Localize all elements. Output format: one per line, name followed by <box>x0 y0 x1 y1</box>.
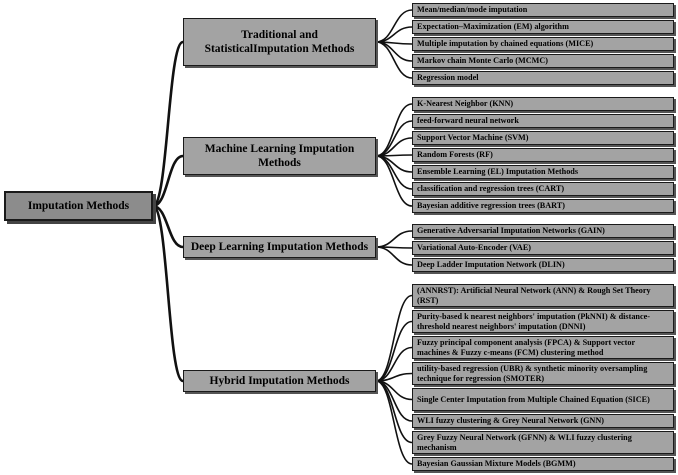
connector-curve <box>152 204 184 249</box>
method-label: Purity-based k nearest neighbors' imputa… <box>417 311 650 331</box>
category-traditional-statistical: Traditional and StatisticalImputation Me… <box>183 18 376 66</box>
category-label: Machine Learning Imputation Methods <box>204 143 355 169</box>
method-label: WLI fuzzy clustering & Grey Neural Netwo… <box>417 416 604 426</box>
method-item: Markov chain Monte Carlo (MCMC) <box>412 54 674 68</box>
category-label: Deep Learning Imputation Methods <box>190 241 369 253</box>
method-label: Single Center Imputation from Multiple C… <box>417 394 650 404</box>
method-label: feed-forward neural network <box>417 116 519 126</box>
method-item: K-Nearest Neighbor (KNN) <box>412 97 674 111</box>
method-label: Ensemble Learning (EL) Imputation Method… <box>417 167 579 177</box>
method-label: Markov chain Monte Carlo (MCMC) <box>417 56 548 66</box>
connector-curve <box>375 320 413 382</box>
method-label: utility-based regression (UBR) & synthet… <box>417 363 648 383</box>
method-label: Generative Adversarial Imputation Networ… <box>417 226 605 236</box>
method-item: Single Center Imputation from Multiple C… <box>412 388 674 411</box>
method-label: classification and regression trees (CAR… <box>417 184 565 194</box>
method-label: Variational Auto-Encoder (VAE) <box>417 243 532 253</box>
connector-curve <box>152 154 184 208</box>
method-label: Mean/median/mode imputation <box>417 5 528 15</box>
method-item: Expectation–Maximization (EM) algorithm <box>412 20 674 34</box>
method-item: Bayesian additive regression trees (BART… <box>412 199 674 213</box>
method-item: Random Forests (RF) <box>412 148 674 162</box>
method-label: Grey Fuzzy Neural Network (GFNN) & WLI f… <box>417 432 632 452</box>
connector-curve <box>375 380 413 422</box>
connector-curve <box>375 155 413 207</box>
method-item: (ANNRST): Artificial Neural Network (ANN… <box>412 284 674 307</box>
method-item: Regression model <box>412 71 674 85</box>
method-label: Regression model <box>417 73 479 83</box>
root-label: Imputation Methods <box>27 200 130 212</box>
method-label: Fuzzy principal component analysis (FPCA… <box>417 337 635 357</box>
method-label: Expectation–Maximization (EM) algorithm <box>417 22 569 32</box>
method-item: Bayesian Gaussian Mixture Models (BGMM) <box>412 457 674 471</box>
method-item: Fuzzy principal component analysis (FPCA… <box>412 336 674 359</box>
method-item: WLI fuzzy clustering & Grey Neural Netwo… <box>412 414 674 428</box>
method-item: Multiple imputation by chained equations… <box>412 37 674 51</box>
category-deep-learning: Deep Learning Imputation Methods <box>183 236 376 258</box>
method-item: Grey Fuzzy Neural Network (GFNN) & WLI f… <box>412 431 674 454</box>
connector-curve <box>375 41 413 79</box>
connector-curve <box>375 9 413 43</box>
connector-curve <box>375 41 413 62</box>
connector-curve <box>151 204 185 383</box>
method-item: classification and regression trees (CAR… <box>412 182 674 196</box>
method-label: K-Nearest Neighbor (KNN) <box>417 99 514 109</box>
connector-curve <box>375 155 413 190</box>
method-item: Purity-based k nearest neighbors' imputa… <box>412 310 674 333</box>
connector-curve <box>375 230 413 248</box>
connector-curve <box>375 246 413 266</box>
method-label: Bayesian Gaussian Mixture Models (BGMM) <box>417 459 576 469</box>
method-item: Variational Auto-Encoder (VAE) <box>412 241 674 255</box>
connector-curve <box>375 294 413 382</box>
method-item: Ensemble Learning (EL) Imputation Method… <box>412 165 674 179</box>
method-label: Multiple imputation by chained equations… <box>417 39 594 49</box>
connector-curve <box>375 103 413 157</box>
method-item: feed-forward neural network <box>412 114 674 128</box>
category-machine-learning: Machine Learning Imputation Methods <box>183 137 376 175</box>
method-item: Deep Ladder Imputation Network (DLIN) <box>412 258 674 272</box>
method-item: Support Vector Machine (SVM) <box>412 131 674 145</box>
category-label: Hybrid Imputation Methods <box>209 375 350 387</box>
method-label: Deep Ladder Imputation Network (DLIN) <box>417 260 565 270</box>
method-label: Bayesian additive regression trees (BART… <box>417 201 565 211</box>
connector-curve <box>151 40 185 208</box>
method-label: (ANNRST): Artificial Neural Network (ANN… <box>417 285 651 305</box>
method-item: Generative Adversarial Imputation Networ… <box>412 224 674 238</box>
connector-curve <box>375 380 413 465</box>
root-node: Imputation Methods <box>4 191 153 221</box>
method-label: Random Forests (RF) <box>417 150 493 160</box>
category-hybrid: Hybrid Imputation Methods <box>183 370 376 392</box>
method-item: utility-based regression (UBR) & synthet… <box>412 362 674 385</box>
method-label: Support Vector Machine (SVM) <box>417 133 529 143</box>
category-label: Traditional and StatisticalImputation Me… <box>204 29 355 55</box>
method-item: Mean/median/mode imputation <box>412 3 674 17</box>
connector-curve <box>375 26 413 43</box>
